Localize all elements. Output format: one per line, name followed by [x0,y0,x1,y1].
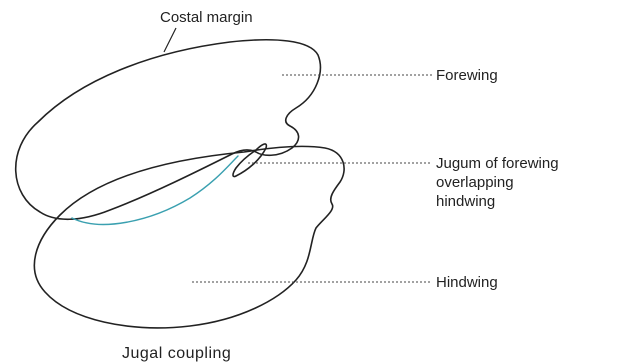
jugum-label-line3: hindwing [436,193,495,210]
jugum-label-line1: Jugum of forewing [436,155,559,172]
costal-margin-label: Costal margin [160,9,253,26]
hindwing-outline [34,146,344,328]
hindwing-label: Hindwing [436,274,498,291]
costal-margin-leader [164,28,176,52]
jugum-label-line2: overlapping [436,174,514,191]
forewing-outline [16,40,321,220]
forewing-label: Forewing [436,67,498,84]
diagram-caption: Jugal coupling [122,345,231,362]
